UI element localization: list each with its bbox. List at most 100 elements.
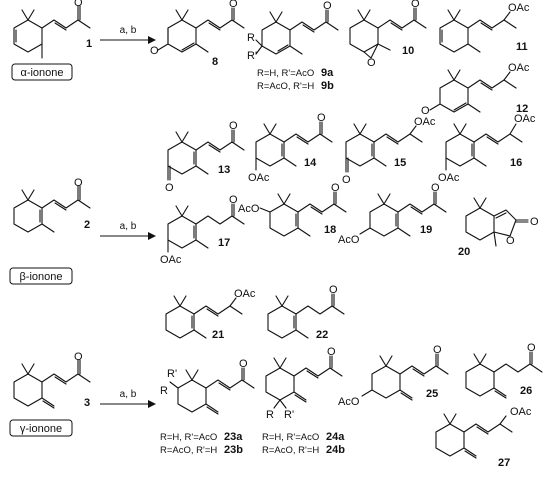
compound-13-structure [167,129,245,181]
gamma-ionone-box [9,419,73,437]
compound-21-structure [165,295,243,339]
carbonyl-o-label: O [433,344,442,356]
r-label: R [160,385,168,397]
alpha-ionone-label: α-ionone [20,67,63,79]
ketone-o-label: O [165,182,174,194]
compound-number-27: 27 [498,457,510,469]
carbonyl-o-label: O [317,112,326,124]
compound-10-structure [349,7,427,59]
compound-number-14: 14 [304,157,317,169]
compound-15-structure [345,123,423,173]
carbonyl-o-label: O [530,216,539,228]
compound-number-2: 2 [84,219,90,231]
conditions-label: a, b [120,221,137,232]
acetoxy-left-label: AcO [338,234,360,246]
substituent-line: R=AcO, R'=H [160,445,217,456]
compound-number-17: 17 [218,237,230,249]
r-prime-label: R' [284,409,294,421]
carbonyl-o-label: O [74,0,83,9]
alpha-ionone-box [11,63,73,81]
compound-number-3: 3 [84,397,90,409]
compound-number-15: 15 [394,157,406,169]
carbonyl-o-label: O [411,0,420,10]
compound-3-structure [13,359,91,409]
compound-number-9b: 9b [321,80,334,92]
epoxide-o-label: O [367,57,376,69]
compound-number-25: 25 [426,388,438,400]
compound-number-1: 1 [86,38,92,50]
acetoxy-label: OAc [510,406,532,418]
compound-14-structure [255,121,333,171]
compound-number-24a: 24a [326,431,345,443]
acetoxy-label: OAc [514,113,536,125]
compound-1-structure: O [13,0,91,59]
carbonyl-o-label: O [327,346,336,358]
carbonyl-o-label: O [74,177,83,189]
compound-16-structure [445,123,523,171]
compound-number-9a: 9a [321,67,334,79]
carbonyl-o-label: O [329,284,338,296]
acetoxy-label: OAc [508,2,530,14]
acetoxy-label: OAc [414,116,436,128]
compound-number-23a: 23a [224,431,243,443]
acetoxy-left-label: AcO [338,396,360,408]
carbonyl-o-label: O [431,182,440,194]
compound-20-structure [465,197,529,247]
reaction-arrow-3: a, b [100,389,156,408]
carbonyl-o-label: O [527,342,536,354]
compound-number-26: 26 [520,385,532,397]
reaction-arrow-1: a, b [100,25,156,44]
compound-number-21: 21 [212,329,224,341]
compound-number-20: 20 [458,246,470,258]
carbonyl-o-label: O [229,0,238,10]
reaction-arrow-2: a, b [100,221,156,240]
compound-number-16: 16 [510,157,522,169]
compound-19-structure [359,191,447,237]
beta-ionone-label: β-ionone [19,271,62,283]
compound-number-10: 10 [402,45,414,57]
compound-number-12: 12 [516,103,528,115]
row-beta: O 2 β-ionone a, b O O 13 [9,112,539,341]
compound-number-13: 13 [218,164,230,176]
acetoxy-label: OAc [248,172,270,184]
compound-12-structure [429,69,517,113]
compound-number-8: 8 [212,56,218,68]
r-prime-label: R' [167,368,177,380]
r-label: R [266,409,274,421]
compound-number-24b: 24b [326,444,345,456]
gamma-ionone-label: γ-ionone [20,423,62,435]
substituent-line: R=AcO, R'=H [262,445,319,456]
carbonyl-o-label: O [229,120,238,132]
conditions-label: a, b [120,25,137,36]
compound-22-structure [267,293,345,339]
carbonyl-o-label: O [239,358,248,370]
r-prime-label: R' [247,50,257,62]
conditions-label: a, b [120,389,137,400]
compound-number-18: 18 [324,224,336,236]
lactone-o-label: O [506,235,515,247]
substituent-line: R=AcO, R'=H [257,81,314,92]
compound-2-structure [13,185,91,233]
row-gamma: O 3 γ-ionone a, b R' R O R=H, R'=AcO 23a… [9,342,543,469]
compound-11-structure [439,9,517,53]
compound-25-structure [361,353,449,401]
acetoxy-label: OAc [160,254,182,266]
compound-24-structure [265,355,343,409]
acetoxy-left-label: AcO [238,203,260,215]
acetoxy-label: OAc [508,62,530,74]
compound-number-23b: 23b [224,444,243,456]
ketone-o-label: O [150,45,159,57]
beta-ionone-box [9,267,73,285]
substituent-line: R=H, R'=AcO [262,432,319,443]
ketone-o-label: O [421,105,430,117]
compound-number-11: 11 [516,41,528,53]
compound-number-22: 22 [316,329,328,341]
compound-18-structure [259,191,347,237]
substituent-line: R=H, R'=AcO [257,68,314,79]
carbonyl-o-label: O [331,182,340,194]
carbonyl-o-label: O [74,351,83,363]
ketone-o-label: O [342,174,351,186]
r-label: R [247,32,255,44]
acetoxy-label: OAc [438,172,460,184]
